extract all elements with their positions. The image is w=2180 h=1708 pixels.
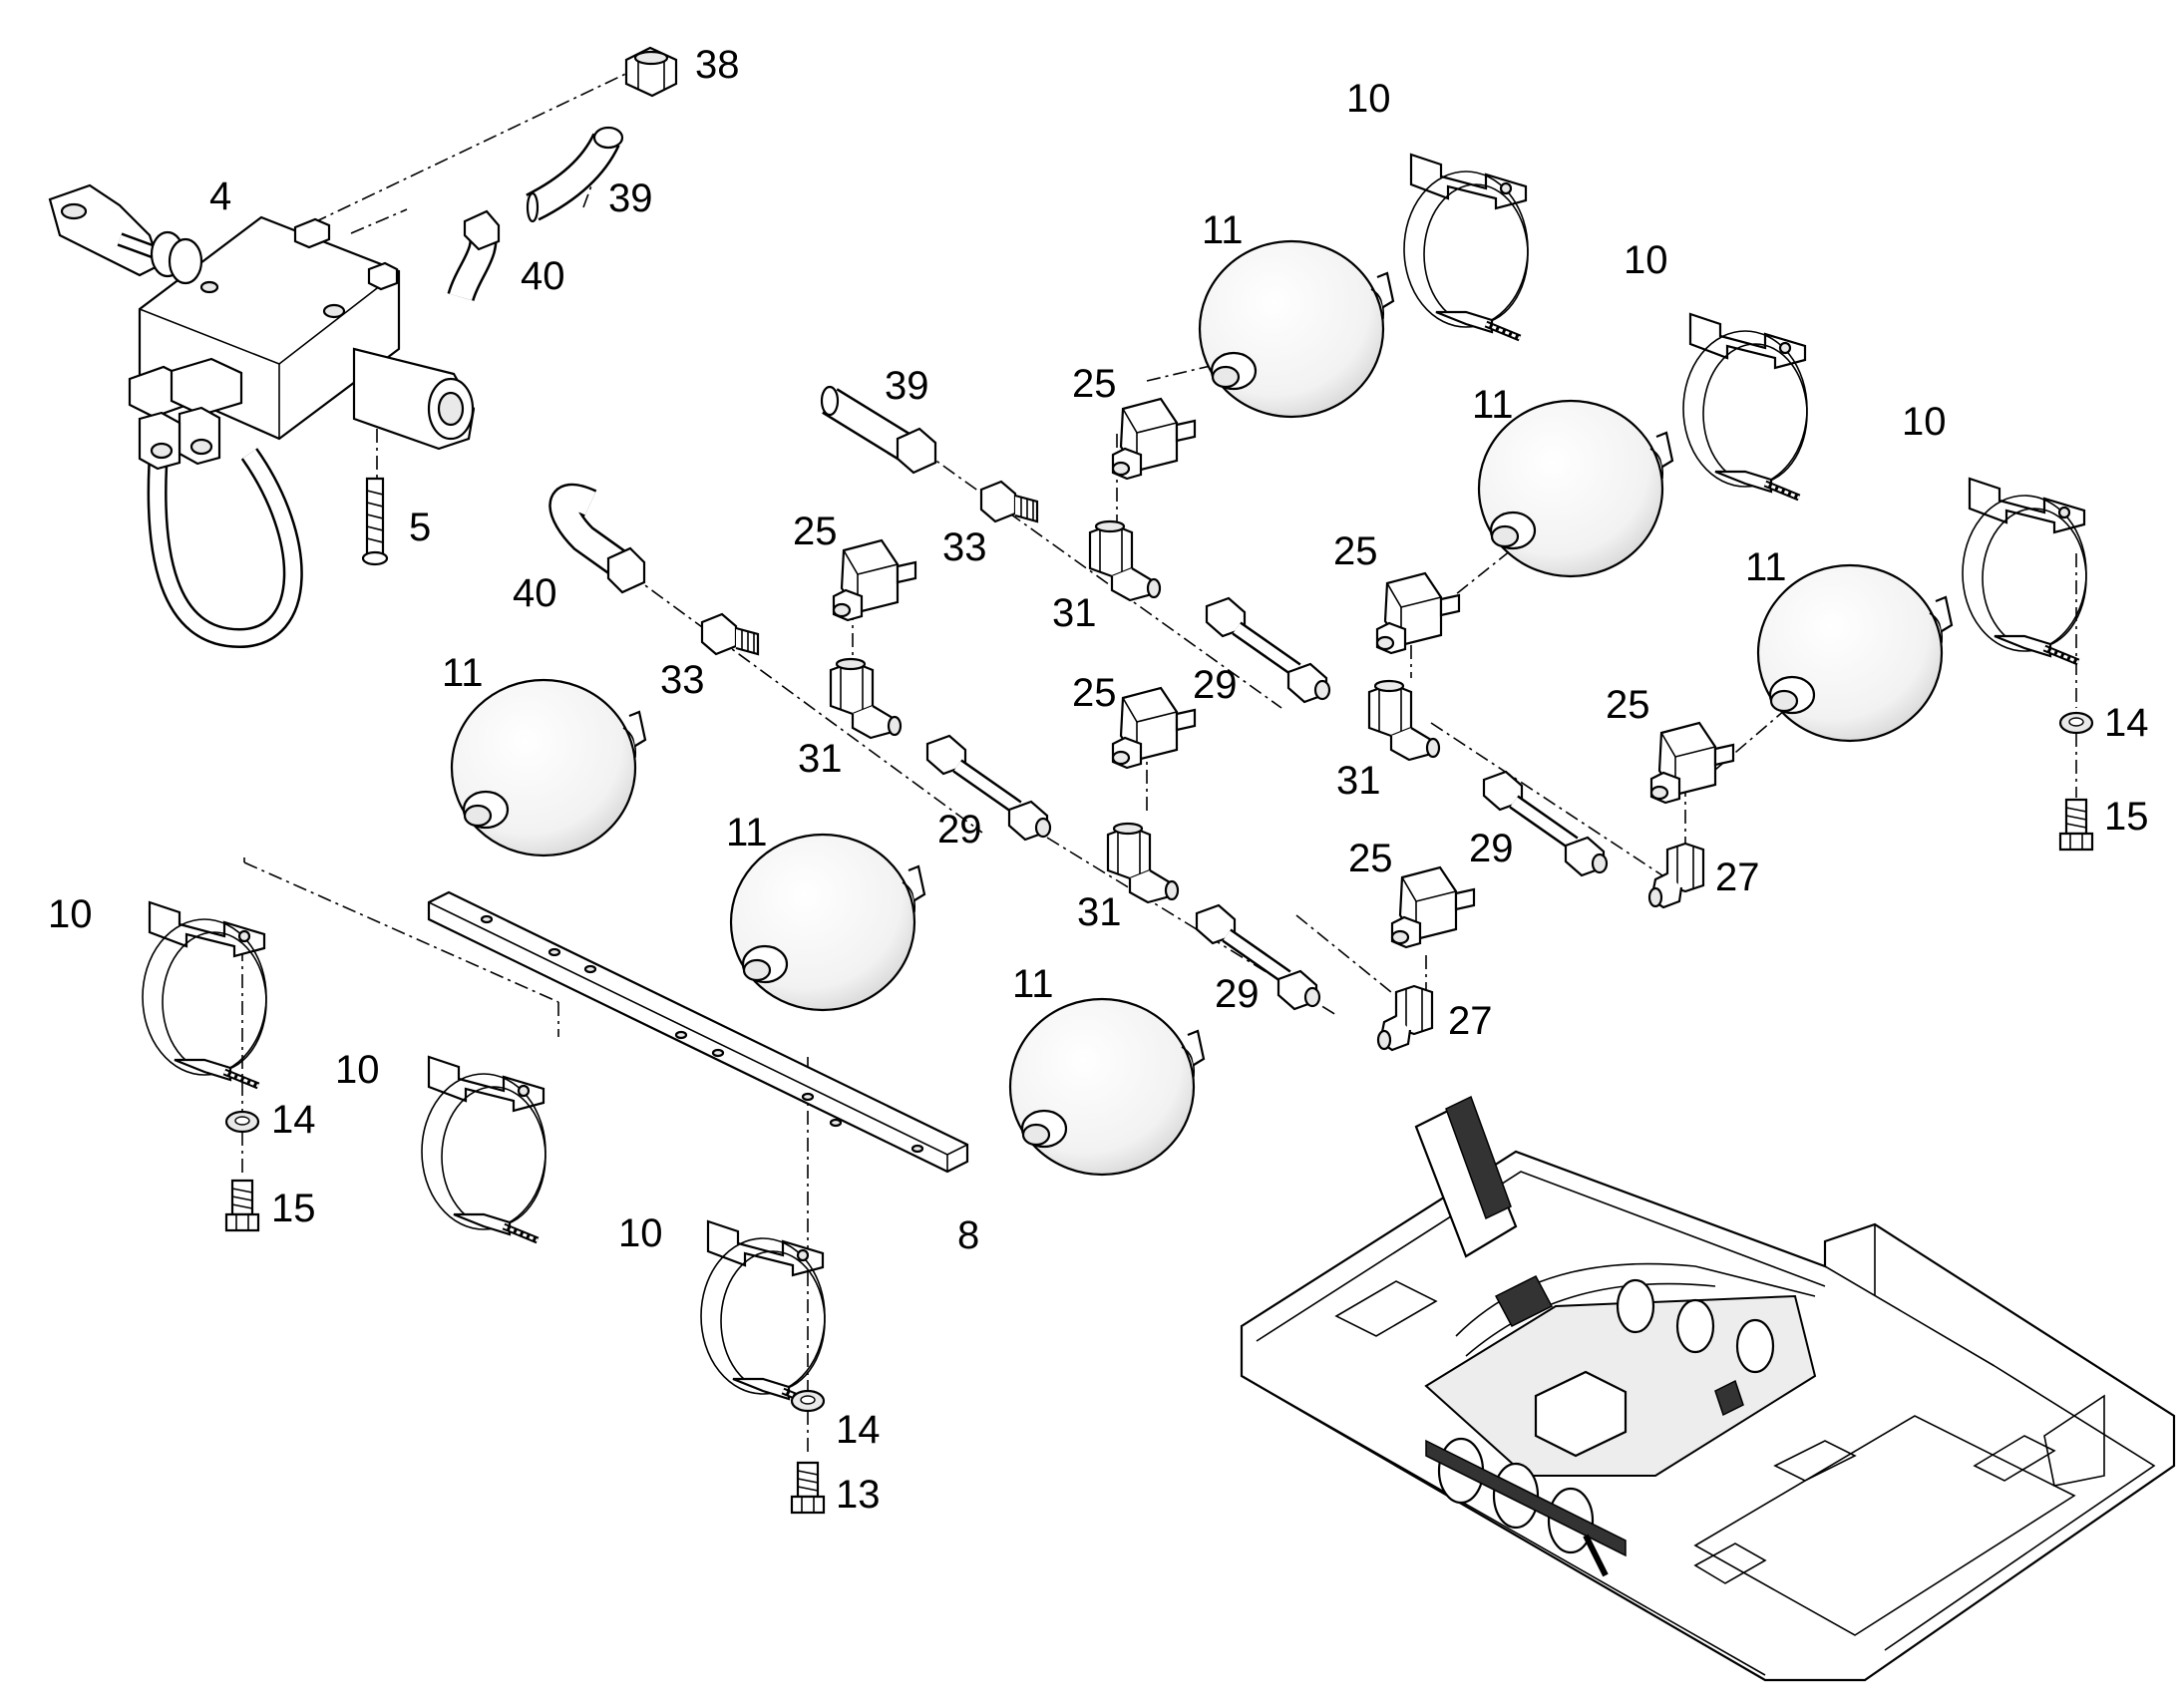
clamp-part-10-f xyxy=(701,1221,825,1405)
callout-10: 10 xyxy=(1624,238,1668,282)
hose-part-39-middle xyxy=(820,385,937,475)
accumulator-part-11-d xyxy=(450,678,647,857)
elbow-part-25-a xyxy=(1111,397,1197,481)
callout-33: 33 xyxy=(660,658,705,702)
tee-part-31-a xyxy=(1088,519,1162,602)
elbow-part-25-b xyxy=(832,538,917,622)
callout-5: 5 xyxy=(409,506,431,549)
callout-10: 10 xyxy=(618,1211,663,1255)
callout-15: 15 xyxy=(271,1187,316,1230)
bolt-part-5 xyxy=(361,477,389,566)
callout-40: 40 xyxy=(513,571,557,615)
callout-11: 11 xyxy=(442,651,484,695)
callout-11: 11 xyxy=(1012,962,1054,1006)
callout-29: 29 xyxy=(1193,663,1238,707)
callout-29: 29 xyxy=(1215,972,1260,1016)
callout-11: 11 xyxy=(1745,545,1787,589)
accumulator-part-11-f xyxy=(1008,997,1206,1177)
locator-inset xyxy=(1240,1095,2176,1682)
callout-38: 38 xyxy=(695,43,740,87)
accumulator-part-11-e xyxy=(729,833,926,1012)
mounting-bar-part-8 xyxy=(427,890,969,1174)
washer-part-14-b xyxy=(224,1110,260,1134)
callout-31: 31 xyxy=(798,737,843,781)
valve-block-assembly xyxy=(48,183,476,649)
callout-10: 10 xyxy=(48,892,93,936)
callout-13: 13 xyxy=(836,1473,881,1517)
callout-14: 14 xyxy=(271,1098,316,1142)
callout-31: 31 xyxy=(1052,591,1097,635)
accumulator-part-11-b xyxy=(1477,399,1674,578)
elbow-part-25-e xyxy=(1649,721,1735,805)
tee-part-31-b xyxy=(829,657,903,740)
clamp-part-10-b xyxy=(1683,314,1807,498)
callout-25: 25 xyxy=(1348,837,1393,880)
hose-part-39-top xyxy=(526,126,624,223)
elbow-part-27-b xyxy=(1376,984,1434,1052)
clamp-part-10-e xyxy=(422,1057,545,1240)
callout-10: 10 xyxy=(1902,400,1947,444)
callout-29: 29 xyxy=(1469,827,1514,870)
callout-14: 14 xyxy=(836,1408,881,1452)
clamp-part-10-c xyxy=(1963,479,2086,662)
accumulator-part-11-c xyxy=(1756,563,1954,743)
callout-33: 33 xyxy=(942,525,987,569)
callout-14: 14 xyxy=(2104,701,2149,745)
callout-40: 40 xyxy=(521,254,565,298)
callout-11: 11 xyxy=(1472,383,1514,427)
clamp-part-10-d xyxy=(143,902,266,1086)
callout-4: 4 xyxy=(209,174,231,218)
callout-31: 31 xyxy=(1077,890,1122,934)
callout-25: 25 xyxy=(1072,671,1117,715)
callout-31: 31 xyxy=(1336,759,1381,803)
callout-25: 25 xyxy=(1333,529,1378,573)
callout-27: 27 xyxy=(1715,855,1760,899)
screw-part-13 xyxy=(790,1461,826,1515)
washer-part-14-c xyxy=(790,1389,826,1413)
callout-10: 10 xyxy=(1346,77,1391,121)
callout-25: 25 xyxy=(793,510,838,553)
callout-39: 39 xyxy=(885,364,929,408)
callout-8: 8 xyxy=(957,1213,979,1257)
screw-part-15-a xyxy=(2058,798,2094,852)
callout-11: 11 xyxy=(1202,208,1244,252)
elbow-part-25-f xyxy=(1390,865,1476,949)
callout-labels: 38 4 39 40 5 10 10 10 10 10 10 11 11 11 … xyxy=(48,43,2149,1517)
screw-part-15-b xyxy=(224,1179,260,1232)
callout-15: 15 xyxy=(2104,795,2149,839)
callout-25: 25 xyxy=(1606,683,1650,727)
callout-27: 27 xyxy=(1448,999,1493,1043)
elbow-part-25-c xyxy=(1375,571,1461,655)
callout-29: 29 xyxy=(937,808,982,852)
hose-part-40-middle xyxy=(548,483,646,594)
callout-11: 11 xyxy=(726,811,768,854)
fitting-part-38 xyxy=(624,46,678,98)
tee-part-31-c xyxy=(1367,679,1441,762)
connector-part-33-b xyxy=(700,612,760,656)
callout-25: 25 xyxy=(1072,362,1117,406)
callout-10: 10 xyxy=(335,1048,380,1092)
accumulator-part-11-a xyxy=(1198,239,1395,419)
washer-part-14-a xyxy=(2058,711,2094,735)
callout-39: 39 xyxy=(608,176,653,220)
clamp-part-10-a xyxy=(1404,155,1528,338)
elbow-part-25-d xyxy=(1111,686,1197,770)
hose-part-40-top xyxy=(447,209,501,302)
connector-part-33-a xyxy=(979,480,1039,523)
elbow-part-27-a xyxy=(1647,842,1705,909)
